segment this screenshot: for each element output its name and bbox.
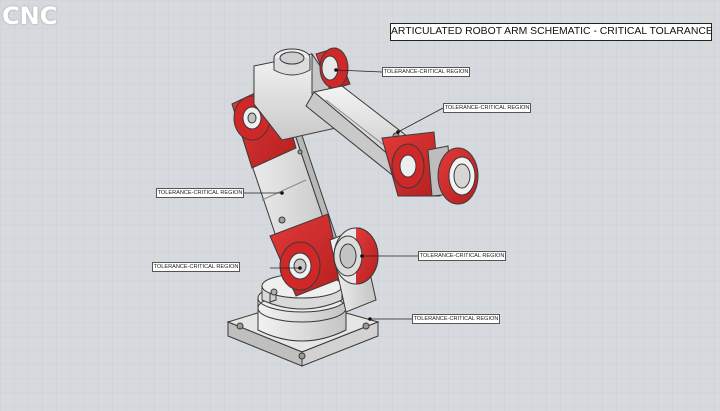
top-housing (253, 48, 337, 141)
callout-wrist: TOLERANCE-CRITICAL REGION (443, 103, 531, 113)
callout-lower-joint: TOLERANCE-CRITICAL REGION (152, 262, 240, 272)
diagram-title: ARTICULATED ROBOT ARM SCHEMATIC - CRITIC… (390, 23, 712, 41)
callout-base: TOLERANCE-CRITICAL REGION (412, 314, 500, 324)
callout-shoulder: TOLERANCE-CRITICAL REGION (418, 251, 506, 261)
end-effector-red (437, 147, 479, 205)
callout-lower-arm: TOLERANCE-CRITICAL REGION (156, 188, 244, 198)
callout-top-ring: TOLERANCE-CRITICAL REGION (382, 67, 470, 77)
leader-dots (280, 68, 400, 321)
lower-joint-red (269, 213, 343, 297)
cnc-logo: CNC (2, 2, 58, 30)
leader-lines (244, 69, 444, 320)
top-ring-red (315, 47, 351, 91)
robot-base (226, 273, 380, 367)
